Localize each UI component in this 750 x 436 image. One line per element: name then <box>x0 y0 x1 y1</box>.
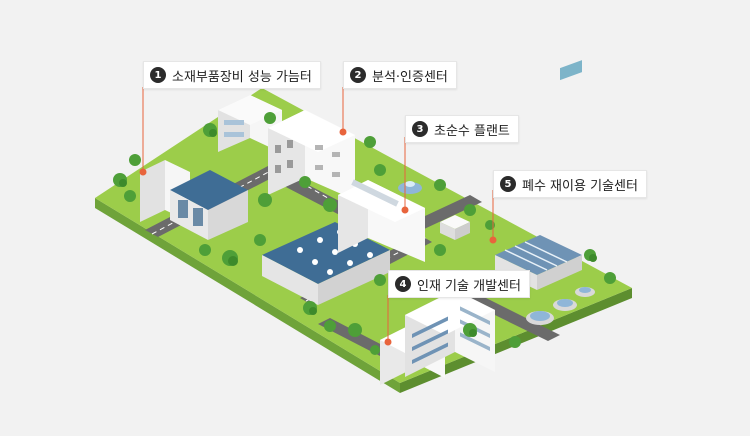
callout-text-4: 인재 기술 개발센터 <box>417 278 521 294</box>
callout-label-4: 4 인재 기술 개발센터 <box>388 270 530 298</box>
callout-label-5: 5 폐수 재이용 기술센터 <box>493 170 647 198</box>
callout-text-5: 폐수 재이용 기술센터 <box>522 178 638 194</box>
building-analysis-center <box>268 110 355 200</box>
callout-text-1: 소재부품장비 성능 가늠터 <box>172 69 312 85</box>
callout-number-1: 1 <box>150 67 166 83</box>
building-tower-back <box>218 95 282 153</box>
trees <box>113 112 616 355</box>
callout-number-5: 5 <box>500 176 516 192</box>
fountain <box>398 181 422 194</box>
callout-label-2: 2 분석·인증센터 <box>343 61 457 89</box>
callout-label-3: 3 초순수 플랜트 <box>405 115 519 143</box>
callout-label-1: 1 소재부품장비 성능 가늠터 <box>143 61 321 89</box>
callout-number-3: 3 <box>412 121 428 137</box>
callout-number-2: 2 <box>350 67 366 83</box>
callout-text-2: 분석·인증센터 <box>372 69 448 85</box>
ground-side-left <box>95 198 400 393</box>
callout-dots <box>139 128 497 346</box>
callout-lines <box>142 87 494 342</box>
building-test-bed <box>140 160 248 240</box>
callout-text-3: 초순수 플랜트 <box>434 123 510 139</box>
utility-blocks <box>440 215 470 240</box>
callout-number-4: 4 <box>395 276 411 292</box>
